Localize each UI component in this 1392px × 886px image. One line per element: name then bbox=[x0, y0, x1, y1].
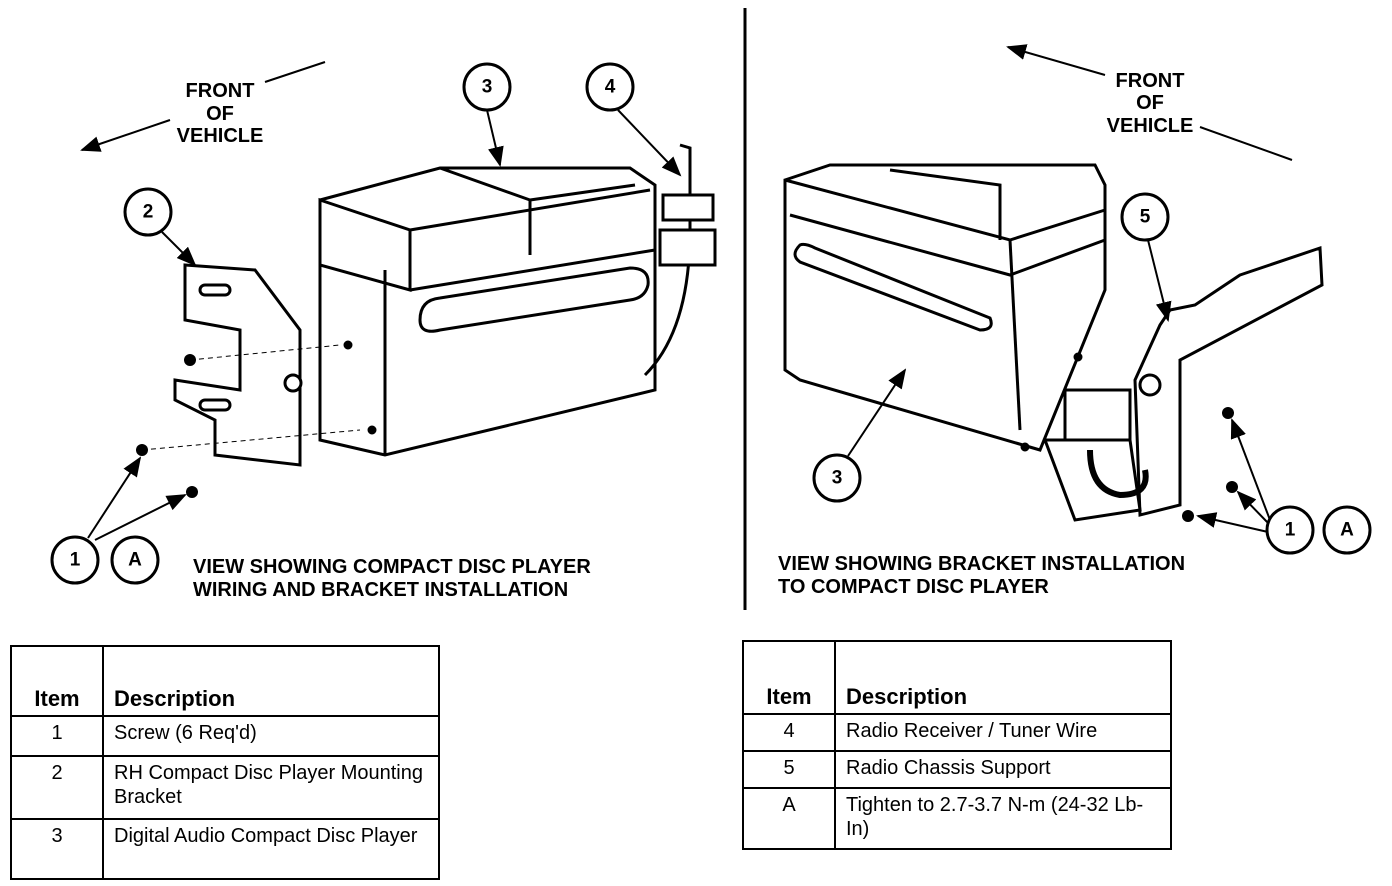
callout-4-left: 4 bbox=[585, 62, 635, 112]
table-header-row: Item Description bbox=[10, 645, 440, 717]
description-cell: RH Compact Disc Player Mounting Bracket bbox=[102, 755, 440, 820]
item-cell: 1 bbox=[10, 715, 104, 757]
callout-3-left: 3 bbox=[462, 62, 512, 112]
callout-1-right: 1 bbox=[1265, 505, 1315, 555]
svg-text:OF: OF bbox=[1136, 92, 1164, 114]
description-cell: Digital Audio Compact Disc Player bbox=[102, 818, 440, 880]
svg-text:A: A bbox=[128, 550, 142, 571]
svg-text:FRONT: FRONT bbox=[1116, 70, 1185, 92]
table-row: 3 Digital Audio Compact Disc Player bbox=[10, 818, 440, 880]
callout-a-right: A bbox=[1322, 505, 1372, 555]
svg-text:3: 3 bbox=[832, 468, 843, 489]
svg-text:A: A bbox=[1340, 520, 1354, 541]
table-row: 5 Radio Chassis Support bbox=[742, 750, 1172, 789]
front-arrow bbox=[80, 119, 171, 152]
svg-text:VEHICLE: VEHICLE bbox=[177, 125, 264, 147]
description-cell: Radio Receiver / Tuner Wire bbox=[834, 713, 1172, 752]
description-cell: Screw (6 Req'd) bbox=[102, 715, 440, 757]
right-caption-line1: VIEW SHOWING BRACKET INSTALLATION bbox=[778, 553, 1185, 575]
left-caption-line1: VIEW SHOWING COMPACT DISC PLAYER bbox=[193, 556, 591, 578]
description-cell: Radio Chassis Support bbox=[834, 750, 1172, 789]
cd-player-right bbox=[783, 163, 1107, 452]
svg-text:1: 1 bbox=[1285, 520, 1296, 541]
header-description: Description bbox=[834, 640, 1172, 715]
table-header-row: Item Description bbox=[742, 640, 1172, 715]
item-cell: 2 bbox=[10, 755, 104, 820]
screws-right bbox=[1182, 407, 1238, 522]
leader-lines-left bbox=[87, 109, 682, 541]
left-caption-line2: WIRING AND BRACKET INSTALLATION bbox=[193, 579, 568, 601]
callout-2-left: 2 bbox=[123, 187, 173, 237]
wire-connector-left bbox=[643, 143, 717, 377]
svg-text:3: 3 bbox=[482, 77, 493, 98]
svg-text:OF: OF bbox=[206, 103, 234, 125]
right-front-of-vehicle: FRONT OF VEHICLE bbox=[1006, 44, 1293, 161]
svg-text:FRONT: FRONT bbox=[186, 80, 255, 102]
right-caption-line2: TO COMPACT DISC PLAYER bbox=[778, 576, 1049, 598]
item-cell: 4 bbox=[742, 713, 836, 752]
table-row: 4 Radio Receiver / Tuner Wire bbox=[742, 713, 1172, 752]
cd-player-left bbox=[318, 166, 657, 457]
header-item: Item bbox=[10, 645, 104, 717]
callout-3-right: 3 bbox=[812, 453, 862, 503]
header-item: Item bbox=[742, 640, 836, 715]
svg-text:4: 4 bbox=[605, 77, 616, 98]
item-cell: A bbox=[742, 787, 836, 850]
svg-text:5: 5 bbox=[1140, 207, 1151, 228]
header-description: Description bbox=[102, 645, 440, 717]
svg-text:2: 2 bbox=[143, 202, 154, 223]
table-row: A Tighten to 2.7-3.7 N-m (24-32 Lb-In) bbox=[742, 787, 1172, 850]
callout-1-left: 1 bbox=[50, 535, 100, 585]
screws-left bbox=[136, 344, 361, 498]
left-parts-table: Item Description 1 Screw (6 Req'd) 2 RH … bbox=[10, 645, 440, 880]
table-row: 2 RH Compact Disc Player Mounting Bracke… bbox=[10, 755, 440, 820]
right-parts-table: Item Description 4 Radio Receiver / Tune… bbox=[742, 640, 1172, 850]
front-arrow bbox=[1006, 44, 1106, 76]
item-cell: 5 bbox=[742, 750, 836, 789]
description-cell: Tighten to 2.7-3.7 N-m (24-32 Lb-In) bbox=[834, 787, 1172, 850]
svg-text:VEHICLE: VEHICLE bbox=[1107, 115, 1194, 137]
leader-lines-right bbox=[847, 239, 1271, 533]
bracket-left bbox=[173, 263, 303, 467]
left-front-of-vehicle: FRONT OF VEHICLE bbox=[80, 61, 326, 152]
callout-a-left: A bbox=[110, 535, 160, 585]
callout-5-right: 5 bbox=[1120, 192, 1170, 242]
svg-text:1: 1 bbox=[70, 550, 81, 571]
table-row: 1 Screw (6 Req'd) bbox=[10, 715, 440, 757]
chassis-support-right bbox=[1042, 245, 1324, 522]
item-cell: 3 bbox=[10, 818, 104, 880]
